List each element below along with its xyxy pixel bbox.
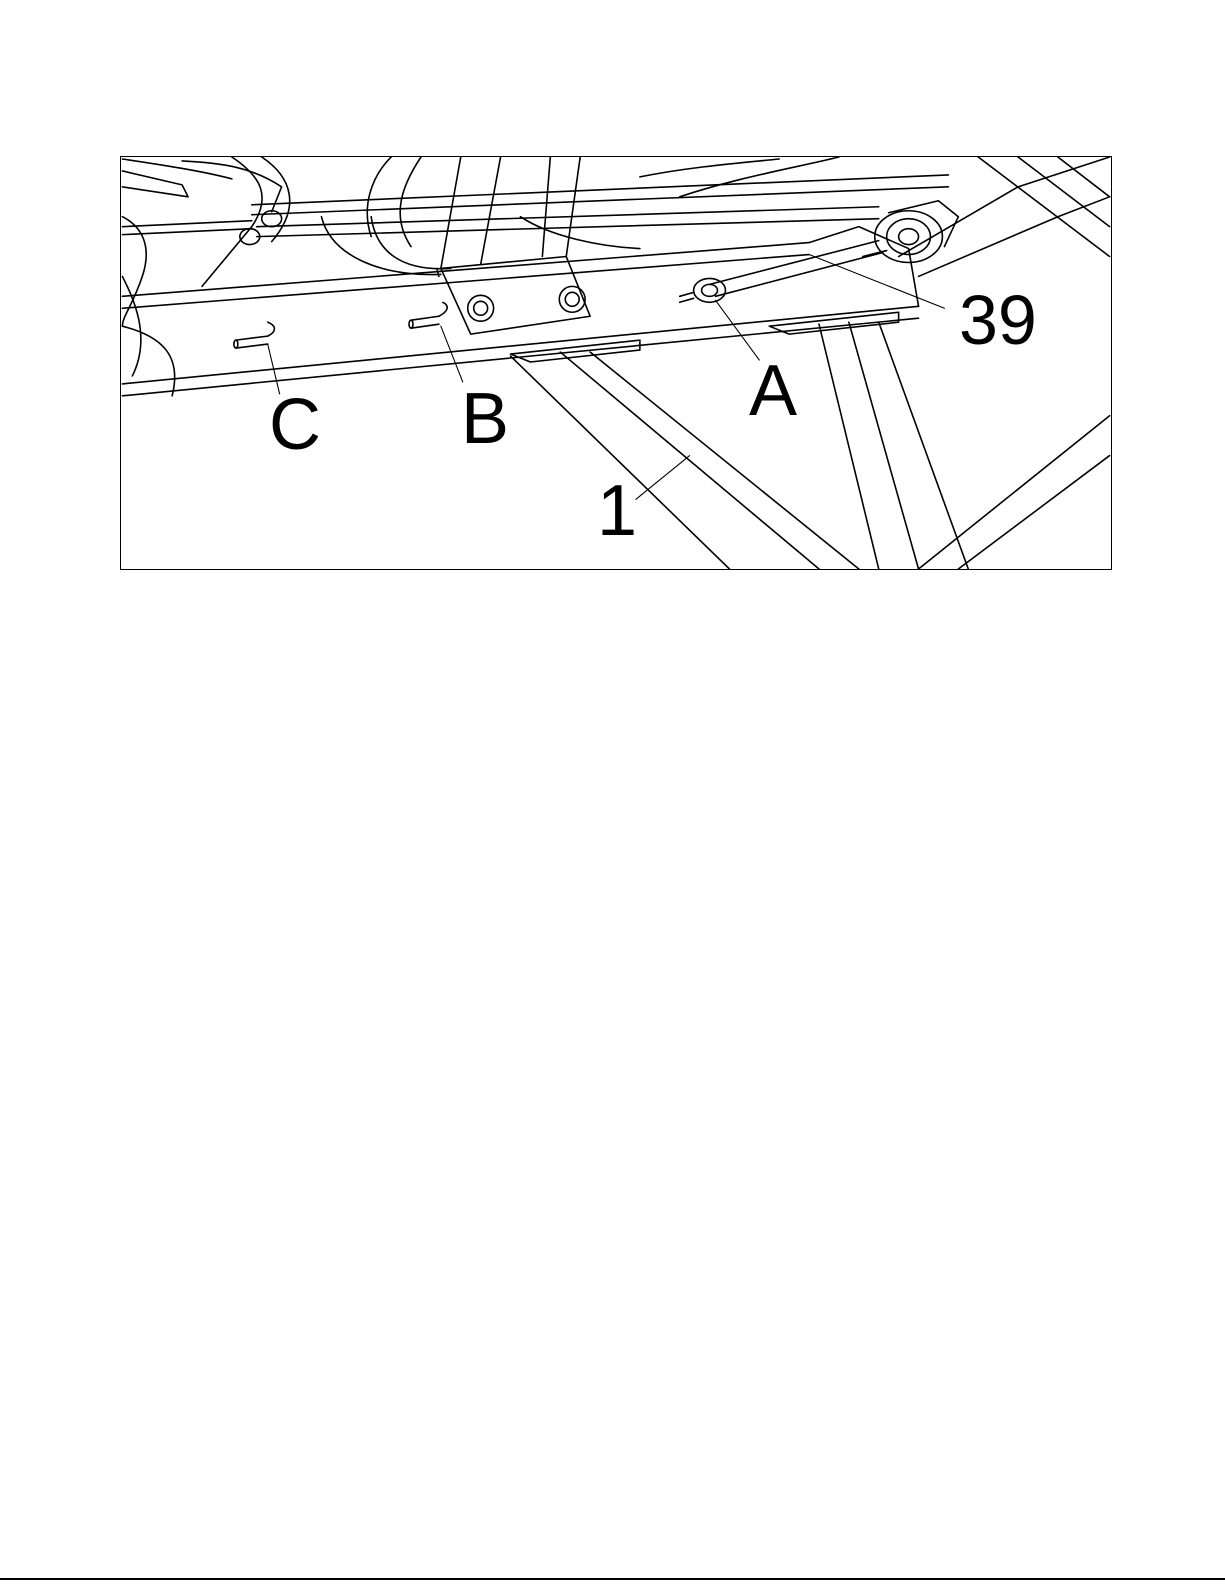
main-frame-rail [122,227,918,396]
assembly-diagram-frame: 39 A B C 1 [120,156,1112,570]
callout-part-1: 1 [597,475,637,547]
top-rods [122,175,948,237]
leader-lines [268,255,945,500]
upper-housing [122,157,839,396]
page-bottom-rule [0,1578,1225,1580]
pin-b [409,302,447,328]
bracket-plate [437,157,590,334]
left-bolt [240,211,282,245]
callout-part-39: 39 [959,285,1037,355]
callout-point-c: C [269,389,321,461]
callout-point-a: A [749,355,797,427]
pulley-assembly [863,201,959,263]
callout-point-b: B [461,383,509,455]
pin-c [234,322,275,348]
